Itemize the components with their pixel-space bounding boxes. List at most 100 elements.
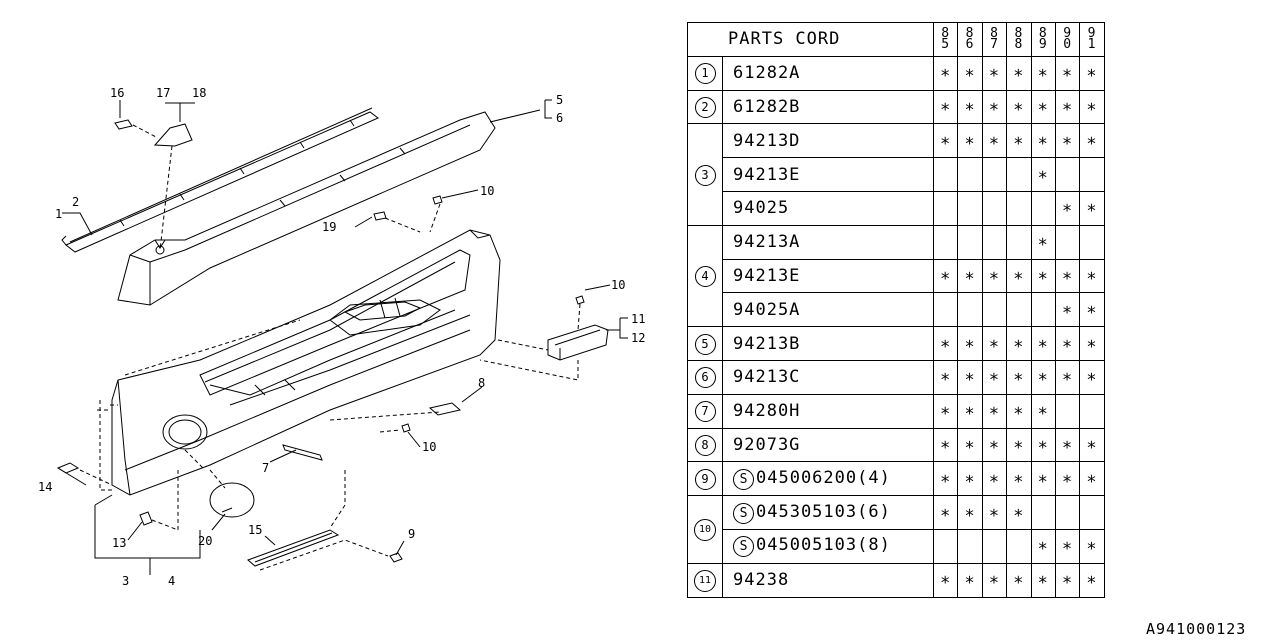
part-code: 94213A [733,232,801,253]
year-applicability-cell: ∗ [957,461,983,497]
year-applicability-cell [1079,157,1105,192]
applicable-mark: ∗ [1086,570,1098,591]
part-code-cell: 94213C [722,359,934,395]
applicable-mark: ∗ [1086,367,1098,388]
circled-ref-number: 7 [694,401,716,423]
circled-ref-number: 8 [694,434,716,456]
callout-10c: 10 [422,440,436,454]
year-applicability-cell: ∗ [1054,55,1081,91]
year-applicability-cell: ∗ [981,359,1008,395]
ref-number-cell: 11 [687,562,723,598]
part-code: 045005103(8) [756,535,891,556]
year-applicability-cell: ∗ [1079,55,1105,91]
part-code-cell: 94213B [722,326,934,361]
clip-and-cap [114,119,193,251]
ref-number-cell: 6 [687,359,723,395]
applicable-mark: ∗ [1086,333,1098,354]
applicable-mark: ∗ [1062,130,1074,151]
applicable-mark: ∗ [1037,468,1049,489]
part-code: 94025A [733,299,801,320]
year-applicability-cell: ∗ [981,258,1008,294]
applicable-mark: ∗ [940,401,952,422]
part-code-cell: 94280H [722,393,934,429]
applicable-mark: ∗ [1013,130,1025,151]
applicable-mark: ∗ [1086,130,1098,151]
year-applicability-cell [932,190,959,226]
applicable-mark: ∗ [1062,63,1074,84]
ref-number-cell: 3 [687,123,723,226]
year-applicability-cell [1006,528,1032,564]
applicable-mark: ∗ [940,367,952,388]
year-applicability-cell: ∗ [932,359,959,395]
year-applicability-cell: ∗ [932,89,959,125]
callout-1: 1 [55,207,62,221]
applicable-mark: ∗ [1013,333,1025,354]
year-applicability-cell: ∗ [1054,359,1081,395]
ref-number-cell: 9 [687,461,723,497]
year-applicability-cell: ∗ [981,55,1008,91]
year-applicability-cell: ∗ [1079,258,1105,294]
year-digit: 0 [1063,37,1073,53]
part-code: 94238 [733,570,790,591]
year-applicability-cell: ∗ [981,495,1008,530]
callout-6: 6 [556,111,563,125]
part-code: 94213E [733,164,801,185]
applicable-mark: ∗ [1013,570,1025,591]
year-applicability-cell: ∗ [957,326,983,361]
year-applicability-cell [1006,224,1032,260]
year-applicability-cell: ∗ [1079,562,1105,598]
year-applicability-cell: ∗ [1079,190,1105,226]
year-applicability-cell [957,292,983,328]
year-applicability-cell [1006,157,1032,192]
figure-id: A941000123 [1146,620,1247,638]
applicable-mark: ∗ [1013,434,1025,455]
year-applicability-cell [1054,393,1081,429]
year-applicability-cell: ∗ [1054,190,1081,226]
year-applicability-cell: ∗ [1079,528,1105,564]
standard-part-symbol: S [733,468,754,490]
year-applicability-cell: ∗ [1054,461,1081,497]
applicable-mark: ∗ [940,333,952,354]
part-code-cell: 94213A [722,224,934,260]
circled-ref-number: 4 [694,265,716,287]
applicable-mark: ∗ [964,367,976,388]
applicable-mark: ∗ [1086,265,1098,286]
year-digit: 8 [965,26,975,42]
year-applicability-cell: ∗ [932,495,959,530]
callout-18: 18 [192,86,206,100]
part-code-cell: 94213D [722,123,934,159]
circled-ref-number: 2 [694,96,716,118]
part-code: 94213C [733,367,801,388]
year-applicability-cell [957,190,983,226]
year-applicability-cell [1079,393,1105,429]
part-code-cell: 61282A [722,55,934,91]
parts-cord-heading: PARTS CORD [687,22,934,57]
year-applicability-cell: ∗ [1079,292,1105,328]
year-applicability-cell: ∗ [932,427,959,463]
year-applicability-cell [932,157,959,192]
year-applicability-cell: ∗ [981,461,1008,497]
applicable-mark: ∗ [1013,63,1025,84]
scuff-strip [247,529,340,567]
ref-number-cell: 4 [687,224,723,328]
applicable-mark: ∗ [1062,265,1074,286]
year-applicability-cell: ∗ [957,89,983,125]
year-digit: 8 [990,26,999,42]
year-applicability-cell: ∗ [981,123,1008,159]
year-applicability-cell: ∗ [1030,461,1056,497]
year-applicability-cell: ∗ [981,89,1008,125]
year-applicability-cell: ∗ [957,562,983,598]
circled-ref-number: 3 [694,164,716,186]
year-applicability-cell: ∗ [1030,157,1056,192]
callout-13: 13 [112,536,126,550]
year-applicability-cell [1006,292,1032,328]
year-applicability-cell: ∗ [1006,393,1032,429]
applicable-mark: ∗ [1013,502,1025,523]
